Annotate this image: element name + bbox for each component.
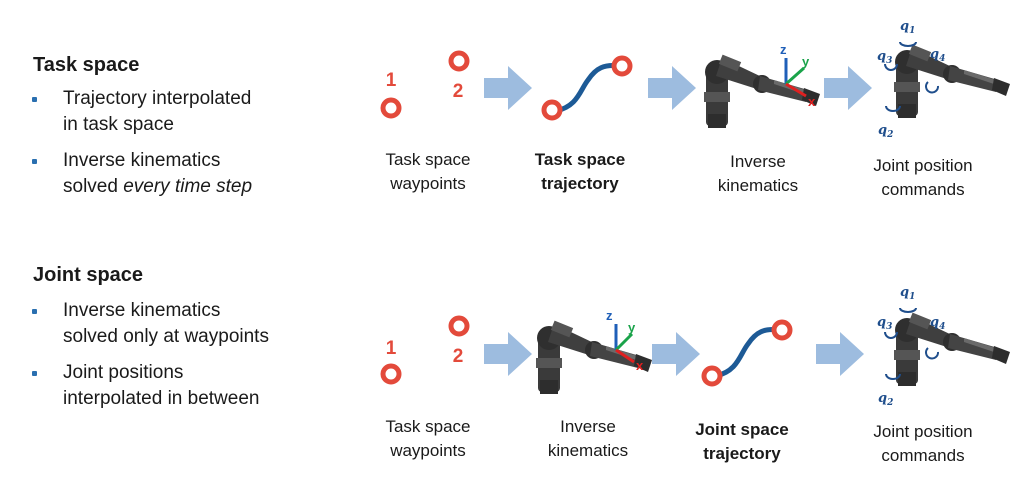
joint-q1-label: q1 — [900, 285, 915, 302]
waypoints-group-row2: 1 2 — [380, 315, 470, 385]
flow-arrow — [816, 332, 864, 376]
task-space-heading: Task space — [33, 54, 140, 76]
joint-annotations-row1: q1 q3 q4 q2 — [877, 19, 945, 140]
joint-annotations-row2: q1 q3 q4 q2 — [877, 285, 945, 408]
joint-space-heading: Joint space — [33, 264, 144, 286]
bullet-dot — [32, 309, 37, 314]
bullet-text: Inverse kinematics solved every time ste… — [63, 150, 253, 197]
waypoint-1-marker — [380, 363, 402, 385]
waypoint-2-label: 2 — [453, 346, 464, 367]
flow-arrow — [652, 332, 700, 376]
coordinate-frame-row2: z y x — [606, 308, 644, 373]
waypoint-1-marker — [380, 97, 402, 119]
bullet-text: Inverse kinematics solved only at waypoi… — [63, 300, 269, 347]
robot-arm-joints-row2 — [894, 312, 1010, 386]
bullet-text: Trajectory interpolated in task space — [63, 88, 252, 135]
flow-arrow — [648, 66, 696, 110]
axis-x-label: x — [636, 358, 644, 373]
task-space-trajectory-graphic — [541, 55, 633, 121]
bullet-dot — [32, 97, 37, 102]
waypoint-1-label: 1 — [386, 338, 397, 359]
bullet-text: Joint positions interpolated in between — [63, 362, 260, 409]
axis-y-label: y — [628, 320, 636, 335]
bullet-dot — [32, 159, 37, 164]
waypoint-1-label: 1 — [386, 70, 397, 91]
trajectory-end-marker — [611, 55, 633, 77]
waypoints-group-row1: 1 2 — [380, 50, 470, 119]
joint-q4-label: q4 — [930, 315, 945, 332]
trajectory-curve — [555, 63, 621, 114]
joint-q1-label: q1 — [900, 19, 915, 36]
flow-arrow — [484, 332, 532, 376]
joint-q2-label: q2 — [878, 391, 893, 408]
trajectory-start-marker — [701, 365, 723, 387]
joint-q4-label: q4 — [930, 47, 945, 64]
coordinate-frame-row1: z y x — [780, 42, 816, 109]
axis-y-label: y — [802, 54, 810, 69]
axis-z-label: z — [780, 42, 787, 57]
waypoint-2-marker — [448, 315, 470, 337]
flow-arrow — [484, 66, 532, 110]
axis-x-label: x — [808, 94, 816, 109]
waypoint-2-marker — [448, 50, 470, 72]
joint-space-trajectory-graphic — [701, 319, 793, 387]
robot-arm-joints-row1 — [894, 44, 1010, 119]
joint-q3-label: q3 — [877, 315, 892, 332]
bullet-dot — [32, 371, 37, 376]
trajectory-start-marker — [541, 99, 563, 121]
joint-q2-label: q2 — [878, 123, 893, 140]
axis-z-label: z — [606, 308, 613, 323]
flow-arrow — [824, 66, 872, 110]
trajectory-curve — [715, 327, 781, 379]
waypoint-2-label: 2 — [453, 81, 464, 102]
joint-q3-label: q3 — [877, 49, 892, 66]
trajectory-end-marker — [771, 319, 793, 341]
